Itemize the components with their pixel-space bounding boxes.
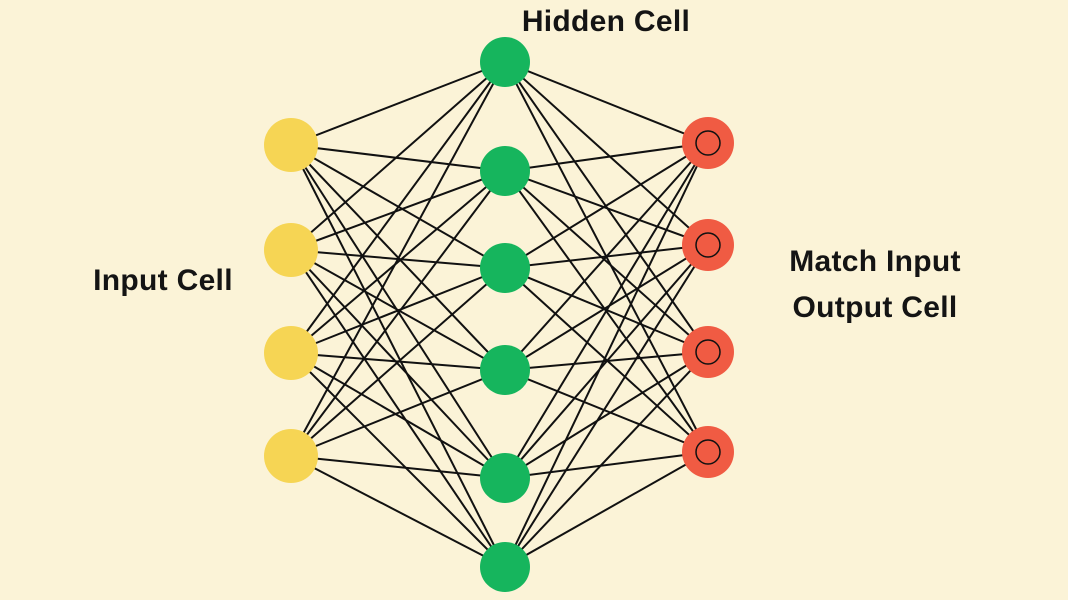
connection-line	[290, 249, 506, 568]
connection-line	[504, 244, 709, 371]
input-cell-node	[264, 223, 318, 277]
connection-line	[504, 61, 709, 144]
output-cell-inner-ring	[695, 130, 721, 156]
hidden-cell-node	[480, 345, 530, 395]
hidden-cell-node	[480, 243, 530, 293]
connection-line	[290, 61, 506, 251]
output-cell-node	[682, 426, 734, 478]
connection-line	[290, 170, 506, 457]
connection-line	[290, 267, 506, 354]
hidden-cell-node	[480, 453, 530, 503]
connection-line	[290, 61, 506, 146]
connection-line	[504, 351, 709, 479]
output-cell-inner-ring	[695, 339, 721, 365]
output-cell-inner-ring	[695, 439, 721, 465]
output-cell-label-line2: Output Cell	[792, 291, 958, 324]
connection-line	[504, 351, 709, 568]
output-cell-node	[682, 117, 734, 169]
connection-line	[504, 142, 709, 479]
input-cell-node	[264, 118, 318, 172]
connection-line	[290, 170, 506, 251]
input-cell-node	[264, 429, 318, 483]
connection-line	[290, 352, 506, 479]
connection-line	[290, 144, 506, 568]
output-cell-node	[682, 219, 734, 271]
connection-line	[290, 144, 506, 172]
connection-line	[290, 267, 506, 457]
connection-line	[504, 170, 709, 353]
connection-line	[290, 61, 506, 457]
output-cell-inner-ring	[695, 232, 721, 258]
connection-line	[504, 369, 709, 453]
output-cell-node	[682, 326, 734, 378]
connection-line	[504, 61, 709, 246]
connection-line	[504, 244, 709, 568]
output-cell-label-line1: Match Input	[789, 245, 961, 278]
connection-line	[504, 170, 709, 246]
connection-line	[290, 369, 506, 457]
connection-line	[290, 61, 506, 354]
hidden-cell-node	[480, 542, 530, 592]
hidden-cell-label: Hidden Cell	[521, 5, 691, 38]
connection-line	[504, 142, 709, 568]
connection-line	[290, 455, 506, 479]
connection-line	[290, 455, 506, 568]
connection-line	[504, 451, 709, 479]
connection-line	[504, 142, 709, 172]
connection-line	[504, 244, 709, 479]
connection-line	[290, 249, 506, 479]
input-cell-label: Input Cell	[93, 264, 233, 297]
connection-line	[504, 451, 709, 568]
output-cell-label: Match Input Output Cell	[789, 239, 961, 331]
connection-line	[504, 142, 709, 371]
hidden-cell-node	[480, 37, 530, 87]
hidden-cell-node	[480, 146, 530, 196]
input-cell-node	[264, 326, 318, 380]
connection-line	[504, 142, 709, 269]
connection-line	[290, 170, 506, 354]
